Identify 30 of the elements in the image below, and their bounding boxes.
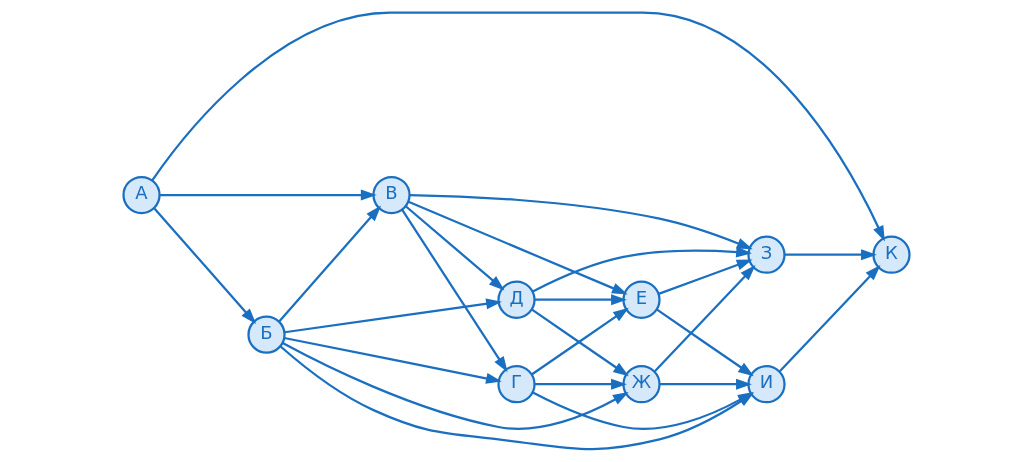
- arrow: [404, 205, 505, 291]
- arrow: [778, 265, 880, 373]
- node-circle: Б: [246, 315, 286, 354]
- arrow: [534, 378, 627, 390]
- arrow: [283, 336, 502, 384]
- node-circle: Г: [496, 365, 536, 404]
- node-circle: А: [121, 175, 161, 215]
- arrow: [655, 308, 754, 377]
- node-circle: В: [371, 175, 411, 215]
- arrow: [278, 205, 381, 322]
- arrow: [153, 207, 256, 325]
- node-circle: Д: [496, 280, 536, 319]
- arrow: [407, 200, 628, 295]
- node-circle: Е: [621, 280, 661, 319]
- arrow: [531, 246, 752, 293]
- arrow: [409, 194, 753, 250]
- arrow: [400, 209, 508, 373]
- arrow: [657, 259, 752, 295]
- arrow: [534, 294, 627, 306]
- arrow: [159, 189, 377, 201]
- arrow: [284, 298, 502, 334]
- arrow: [784, 249, 877, 261]
- arrow: [653, 265, 756, 373]
- arrow: [659, 378, 752, 390]
- arrow: [150, 11, 885, 242]
- node-circle: К: [871, 235, 911, 274]
- node-circle: Ж: [621, 365, 661, 404]
- node-circle: З: [746, 235, 786, 274]
- node-circle: И: [746, 365, 786, 404]
- arrow: [281, 342, 629, 430]
